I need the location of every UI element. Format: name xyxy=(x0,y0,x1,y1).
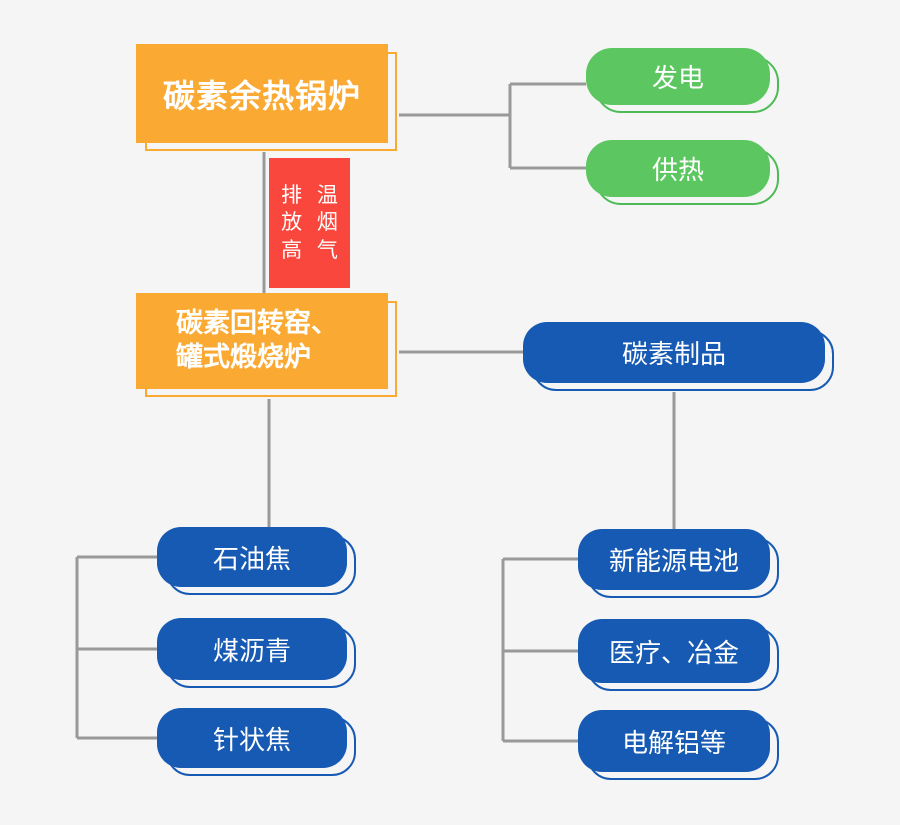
node-electrolytic-aluminum: 电解铝等 xyxy=(578,710,770,772)
node-label: 煤沥青 xyxy=(212,635,291,666)
flue-gas-column-1: 排放高 xyxy=(281,184,303,262)
node-petroleum-coke: 石油焦 xyxy=(157,527,347,587)
node-label: 碳素余热锅炉 xyxy=(162,77,361,114)
node-rotary-kiln-calciner: 碳素回转窑、 罐式煅烧炉 xyxy=(136,293,388,389)
node-label: 新能源电池 xyxy=(608,546,739,576)
node-label: 石油焦 xyxy=(212,543,291,574)
node-label-line1: 碳素回转窑、 xyxy=(176,308,338,339)
node-power-generation: 发电 xyxy=(586,48,770,105)
node-coal-pitch: 煤沥青 xyxy=(157,618,347,680)
flue-gas-column-2: 温烟气 xyxy=(316,184,338,262)
node-label: 医疗、冶金 xyxy=(608,637,739,668)
node-label: 碳素制品 xyxy=(621,339,726,369)
node-label: 电解铝等 xyxy=(621,727,726,758)
node-heat-supply: 供热 xyxy=(586,140,770,197)
node-label: 发电 xyxy=(651,63,704,93)
node-label-line2: 罐式煅烧炉 xyxy=(176,342,311,372)
node-label: 供热 xyxy=(651,155,704,185)
node-needle-coke: 针状焦 xyxy=(157,708,347,768)
node-flue-gas: 排放高 温烟气 xyxy=(269,158,350,288)
node-label: 针状焦 xyxy=(212,724,291,755)
node-medical-metallurgy: 医疗、冶金 xyxy=(578,619,770,683)
node-carbon-waste-heat-boiler: 碳素余热锅炉 xyxy=(136,44,388,143)
node-carbon-products: 碳素制品 xyxy=(523,322,825,383)
node-new-energy-battery: 新能源电池 xyxy=(578,529,770,590)
